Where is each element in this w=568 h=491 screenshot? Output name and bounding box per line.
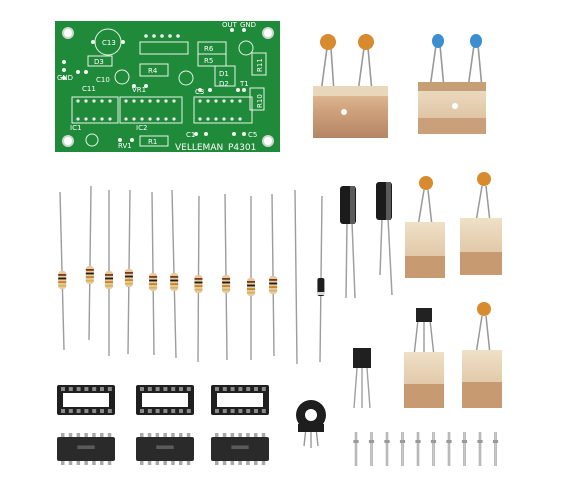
pcb-model-label: P4301: [228, 143, 256, 153]
header-pin: [384, 432, 390, 466]
label-ic1: IC1: [70, 124, 81, 132]
pcb-board: C13 OUT GND GND D3 C10 C11 VR1 R4 R6 R5 …: [55, 21, 280, 153]
resistor: [58, 191, 67, 351]
trimmer-potentiometer: [296, 400, 326, 448]
header-pin-icon: [385, 432, 389, 466]
label-r4: R4: [148, 67, 158, 75]
label-c10: C10: [96, 76, 110, 84]
resistor: [105, 190, 113, 356]
header-pin-icon: [494, 432, 497, 466]
resistor: [170, 189, 179, 359]
ceramic-capacitor-strip-blue: [418, 34, 486, 134]
resistor: [149, 191, 158, 356]
header-pin-icon: [447, 432, 451, 466]
header-pin: [399, 432, 406, 466]
label-c5: C5: [248, 131, 257, 139]
resistor: [269, 193, 278, 357]
header-pin-icon: [370, 432, 373, 466]
ceramic-capacitor-icon: [432, 34, 444, 48]
label-c11: C11: [82, 85, 96, 93]
pcb-silkscreen-labels: C13 OUT GND GND D3 C10 C11 VR1 R4 R6 R5 …: [57, 21, 264, 153]
label-ic2: IC2: [136, 124, 147, 132]
label-t1: T1: [239, 80, 249, 88]
ceramic-capacitor-strip-orange: [313, 34, 388, 138]
header-pin-icon: [478, 432, 482, 466]
header-pin-icon: [354, 432, 358, 466]
header-pin-icon: [463, 432, 466, 466]
resistor: [247, 196, 255, 360]
header-pin: [353, 432, 359, 466]
header-pin-icon: [416, 432, 420, 466]
ic-sockets: [57, 385, 269, 415]
header-pin: [492, 432, 499, 466]
label-d3: D3: [94, 58, 104, 66]
ic-socket: [211, 385, 269, 415]
label-vr1: VR1: [132, 86, 146, 94]
header-pin: [477, 432, 483, 466]
header-pin-icon: [401, 432, 404, 466]
ceramic-capacitor-single: [405, 176, 445, 278]
ic-chips: [57, 433, 269, 465]
diode: [317, 195, 325, 363]
resistor: [294, 189, 298, 365]
label-d1: D1: [219, 70, 229, 78]
diode-icon: [317, 278, 325, 296]
transistor-icon: [416, 308, 432, 322]
ceramic-capacitor-icon: [358, 34, 374, 50]
resistor: [222, 193, 231, 361]
transistor-on-tape: [404, 308, 444, 408]
header-pin: [461, 432, 468, 466]
resistor-row: [58, 185, 325, 365]
ic-socket: [57, 385, 115, 415]
ceramic-capacitor-icon: [470, 34, 482, 48]
ceramic-capacitor-icon: [320, 34, 336, 50]
electrolytic-capacitors: [340, 182, 393, 299]
label-c3: C3: [195, 88, 204, 96]
resistor: [85, 185, 94, 341]
transistor-icon: [353, 348, 371, 368]
label-out: OUT: [222, 21, 238, 29]
ceramic-capacitor-icon: [419, 176, 433, 190]
ic-chip: [136, 433, 194, 465]
resistor: [124, 189, 133, 355]
label-r11: R11: [256, 58, 264, 72]
ceramic-capacitor-single: [460, 172, 502, 275]
header-pin-icon: [432, 432, 435, 466]
ceramic-capacitor-icon: [477, 172, 491, 186]
ceramic-capacitor-single: [462, 302, 502, 408]
ic-chip: [211, 433, 269, 465]
loose-transistor: [353, 348, 371, 409]
mounting-hole: [62, 135, 74, 147]
silkscreen-outlines: [71, 28, 267, 147]
header-pins: [353, 432, 499, 466]
label-gnd-left: GND: [57, 74, 73, 82]
header-pin: [446, 432, 452, 466]
mounting-hole: [262, 27, 274, 39]
header-pin: [415, 432, 421, 466]
label-r5: R5: [204, 57, 213, 65]
solder-pads: [62, 28, 246, 142]
label-r6: R6: [204, 45, 214, 53]
label-r10: R10: [256, 94, 264, 108]
ceramic-capacitor-icon: [477, 302, 491, 316]
pcb-brand-label: VELLEMAN: [175, 143, 223, 153]
resistor: [194, 195, 203, 363]
mounting-hole: [62, 27, 74, 39]
label-rv1: RV1: [118, 142, 132, 150]
label-r1: R1: [148, 138, 157, 146]
ic-chip: [57, 433, 115, 465]
label-d2: D2: [219, 80, 229, 88]
ic-socket: [136, 385, 194, 415]
label-c1: C1: [186, 131, 195, 139]
header-pin: [430, 432, 437, 466]
header-pin: [368, 432, 375, 466]
label-c13: C13: [102, 39, 116, 47]
label-gnd-top: GND: [240, 21, 256, 29]
mounting-hole: [262, 135, 274, 147]
